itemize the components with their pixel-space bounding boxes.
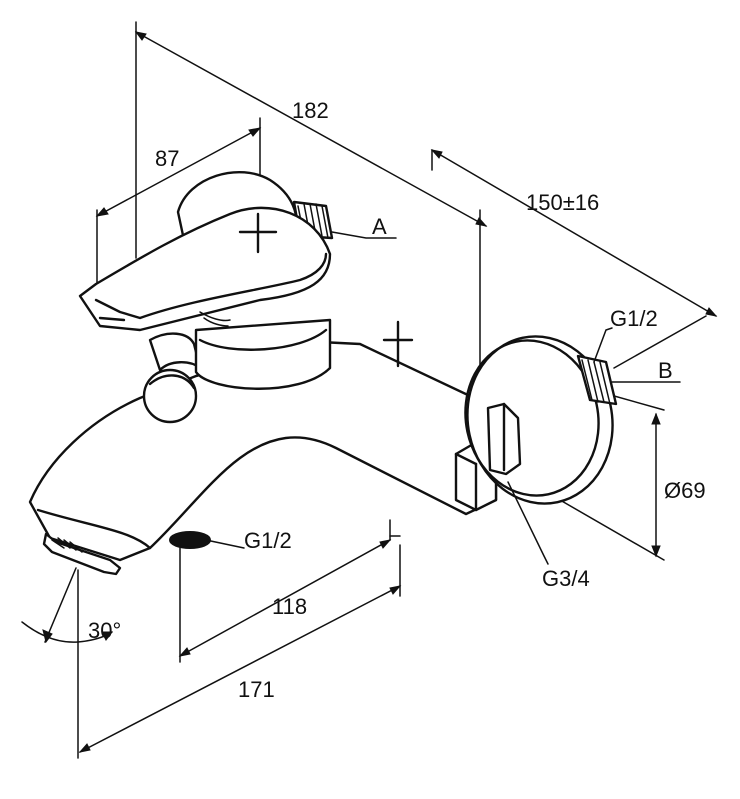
cartridge-housing	[194, 318, 332, 390]
leader-g12-bottom	[205, 539, 245, 549]
lever-handle-edge	[94, 252, 328, 320]
wall-connection-right	[464, 335, 618, 505]
arrowhead	[248, 127, 262, 137]
arrowhead	[134, 31, 147, 41]
diverter-stem	[148, 332, 202, 372]
arrowhead	[101, 631, 113, 641]
cartridge-ring	[198, 328, 328, 351]
leader-lines	[205, 231, 681, 565]
dimension-lines	[21, 21, 717, 759]
wall-thread-hatch	[581, 359, 611, 405]
body-end-edge	[454, 452, 478, 466]
shower-outlet-thread	[169, 531, 211, 549]
arrowhead	[475, 217, 488, 227]
center-mark-handle	[238, 212, 278, 254]
center-mark-body	[382, 320, 414, 368]
reference-label-a: A	[372, 214, 387, 239]
diverter-knob[interactable]	[142, 368, 198, 424]
arrowhead	[95, 207, 109, 217]
angle-label-30: 30°	[88, 618, 121, 643]
dimension-line-171	[79, 585, 401, 753]
reference-label-b: B	[658, 358, 673, 383]
dimension-line-87	[96, 127, 261, 217]
leader-g12-top	[593, 327, 613, 363]
arrowhead	[705, 307, 718, 317]
thread-label-top: G1/2	[610, 306, 658, 331]
extension-line-150-right	[613, 315, 707, 369]
arrowhead	[389, 585, 402, 595]
leader-a	[331, 231, 397, 239]
aerator-hatch	[51, 537, 83, 553]
wall-rosette-inner	[464, 339, 600, 497]
labels: 182 87 150±16 A G1/2 B Ø69 G1/2 G3/4 118…	[88, 98, 706, 702]
dimension-label-69: Ø69	[664, 478, 706, 503]
thread-label-bottom: G1/2	[244, 528, 292, 553]
dimension-label-150: 150±16	[526, 190, 599, 215]
arrowhead	[42, 629, 53, 644]
spout-inner-contour	[36, 508, 152, 550]
dimension-label-118: 118	[272, 594, 307, 619]
arrowhead	[78, 743, 91, 753]
arrowhead	[178, 647, 191, 657]
arrowhead	[651, 545, 661, 558]
thread-label-g34: G3/4	[542, 566, 590, 591]
handle-pivot-detail	[199, 311, 231, 327]
dimension-line-118	[179, 539, 391, 657]
faucet-body	[28, 171, 556, 576]
dimension-line-150	[431, 149, 717, 317]
arrowheads	[42, 31, 718, 753]
extension-line-69-bottom	[559, 499, 665, 561]
leader-g34	[507, 481, 549, 565]
dimension-line-182	[135, 31, 487, 227]
dimension-label-171: 171	[238, 677, 275, 702]
lever-handle[interactable]	[78, 206, 332, 332]
arrowhead	[379, 539, 392, 549]
dimension-label-87: 87	[155, 146, 179, 171]
dimension-label-182: 182	[292, 98, 329, 123]
diverter-knob-cap	[148, 374, 196, 390]
lever-handle-lip	[98, 316, 126, 322]
angle-line-30	[44, 567, 77, 643]
arrowhead	[430, 149, 443, 159]
arrowhead	[651, 412, 661, 425]
